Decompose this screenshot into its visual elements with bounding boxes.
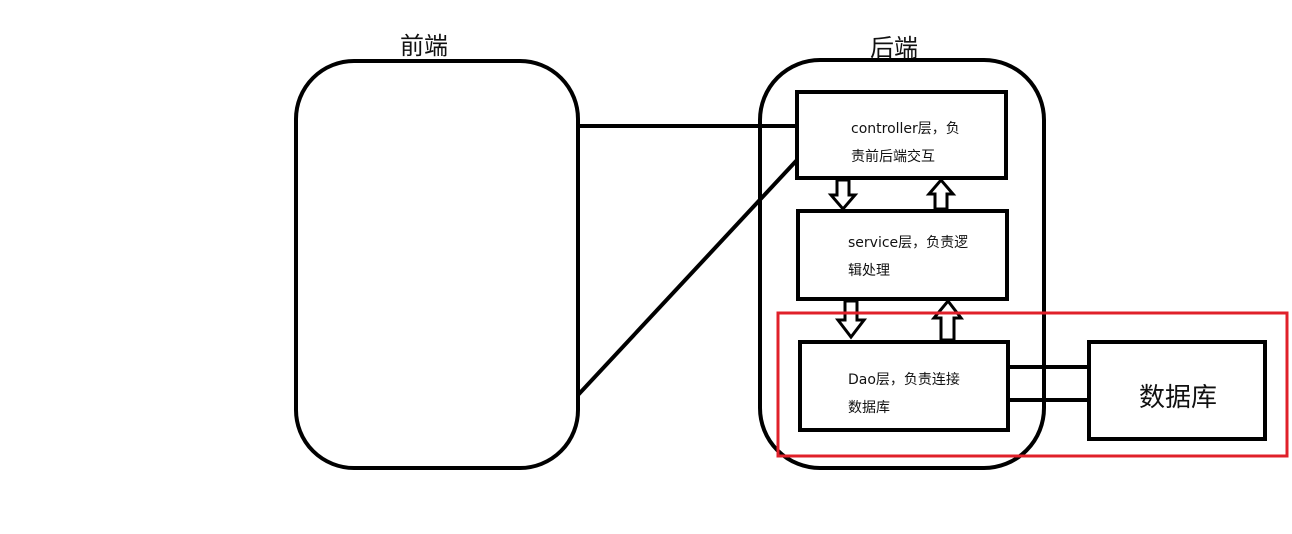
dao-label-line1: Dao层，负责连接 (848, 372, 960, 388)
dao-label-line2: 数据库 (848, 400, 890, 416)
service-box (796, 209, 1009, 301)
controller-label-line2: 责前后端交互 (851, 149, 935, 165)
frontend-container (294, 59, 580, 470)
dao-box (798, 340, 1010, 432)
dao-label: Dao层，负责连接 数据库 (848, 366, 960, 422)
down-arrow-icon (827, 178, 859, 212)
controller-box (795, 90, 1008, 180)
backend-container (758, 58, 1046, 470)
database-label: 数据库 (1139, 383, 1218, 413)
service-label-line2: 辑处理 (848, 263, 890, 279)
up-arrow-icon (930, 298, 965, 342)
database-box (1087, 340, 1267, 441)
backend-title: 后端 (870, 34, 918, 62)
response-line (576, 158, 799, 397)
highlight-rectangle (776, 311, 1289, 458)
service-label-line1: service层，负责逻 (848, 235, 969, 251)
up-arrow-icon (925, 177, 957, 211)
controller-label-line1: controller层，负 (851, 121, 960, 137)
frontend-title: 前端 (400, 32, 448, 60)
service-label: service层，负责逻 辑处理 (848, 229, 968, 285)
down-arrow-icon (834, 299, 868, 340)
controller-label: controller层，负 责前后端交互 (851, 115, 960, 171)
